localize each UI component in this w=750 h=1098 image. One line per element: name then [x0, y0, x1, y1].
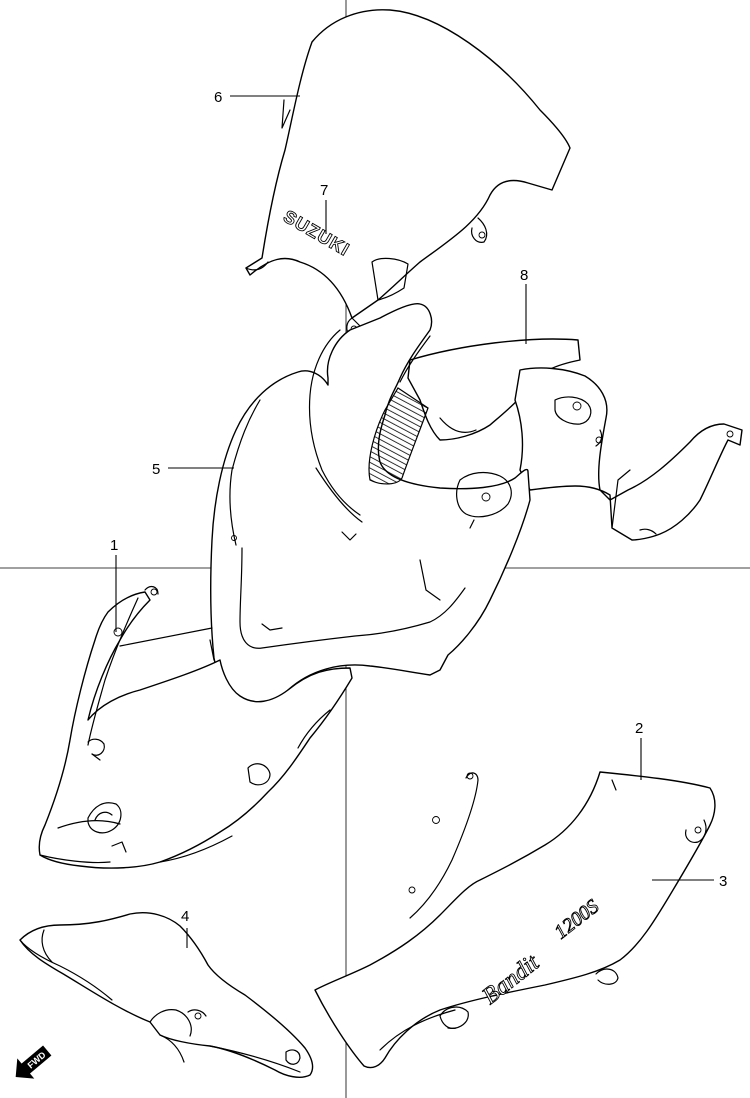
part-front-cowling[interactable]: [38, 585, 353, 869]
callout-3: 3: [719, 873, 727, 890]
callout-2: 2: [635, 720, 643, 737]
callout-6: 6: [214, 89, 222, 106]
part-side-cowling[interactable]: [314, 771, 716, 1069]
forward-arrow-icon: [15, 1045, 52, 1079]
part-windscreen[interactable]: [245, 9, 571, 337]
callout-7: 7: [320, 182, 328, 199]
part-center-inner-panel[interactable]: [210, 303, 531, 709]
callout-1: 1: [110, 537, 118, 554]
part-inner-upper-cowling[interactable]: [407, 338, 743, 541]
callout-4: 4: [181, 908, 189, 925]
callout-5: 5: [152, 461, 160, 478]
part-lower-cowl[interactable]: [19, 912, 314, 1078]
callout-8: 8: [520, 267, 528, 284]
forward-direction-badge: FWD: [15, 1045, 52, 1079]
